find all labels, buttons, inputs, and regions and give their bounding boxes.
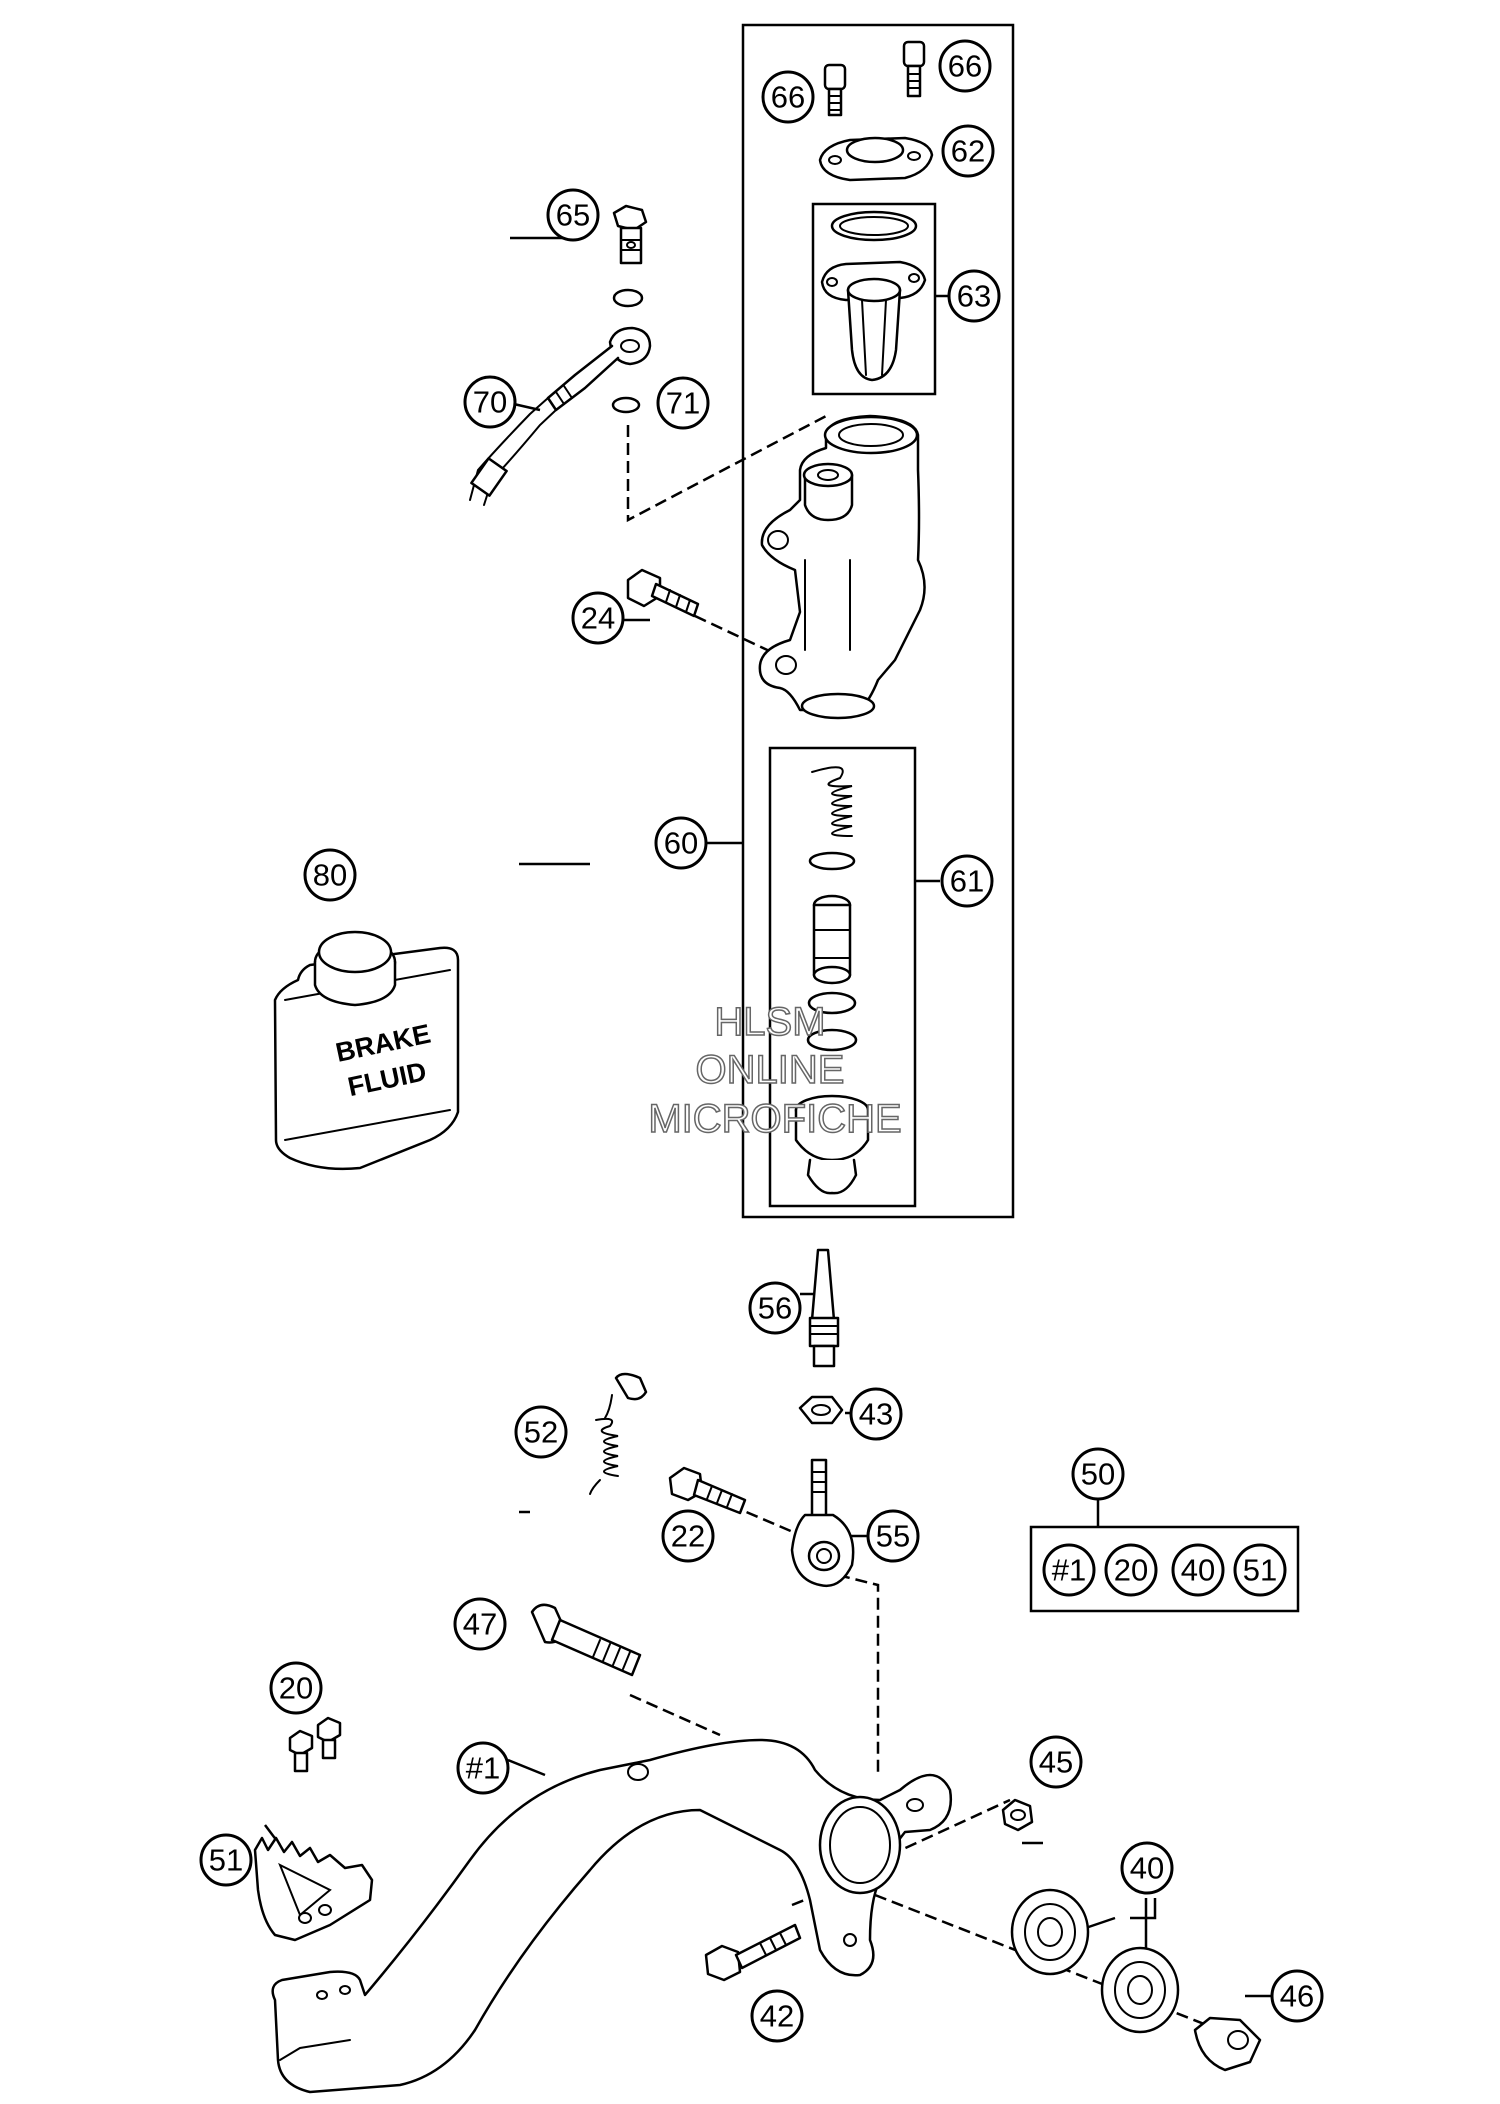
svg-text:20: 20 <box>279 1671 313 1706</box>
svg-text:40: 40 <box>1130 1851 1164 1886</box>
watermark: HLSM ONLINE MICROFICHE <box>648 999 903 1142</box>
piston-kit-box <box>768 746 917 1208</box>
svg-text:#1: #1 <box>466 1751 500 1786</box>
callout-52: 52 <box>514 1405 568 1459</box>
callout-40: 40 <box>1120 1841 1174 1895</box>
screw-66-left <box>823 63 847 117</box>
callout-56: 56 <box>748 1281 802 1335</box>
svg-text:61: 61 <box>950 864 984 899</box>
brake-hose-70 <box>469 326 652 506</box>
callout-43: 43 <box>849 1387 903 1441</box>
svg-text:66: 66 <box>948 49 982 84</box>
svg-text:51: 51 <box>1243 1553 1277 1588</box>
callout-20: 20 <box>269 1661 323 1715</box>
svg-text:62: 62 <box>951 134 985 169</box>
dust-boot <box>794 1094 870 1195</box>
assembly-dashed-lines <box>626 413 1246 2042</box>
svg-text:65: 65 <box>556 198 590 233</box>
bolt-22 <box>668 1466 747 1515</box>
svg-text:51: 51 <box>209 1843 243 1878</box>
push-rod-56 <box>808 1248 840 1368</box>
svg-text:43: 43 <box>859 1397 893 1432</box>
watermark-line2: ONLINE <box>696 1048 845 1092</box>
bearing-40-a <box>1010 1888 1090 1976</box>
repair-kit-box <box>1029 1525 1300 1613</box>
kit-item-20: 20 <box>1104 1543 1158 1597</box>
master-cylinder-body <box>758 414 926 720</box>
callout-65: 65 <box>546 188 600 242</box>
brake-fluid-can-80: BRAKE FLUID <box>273 930 460 1171</box>
piston-seal-small <box>808 851 856 871</box>
reservoir-cover-62 <box>818 136 934 182</box>
reservoir-kit-box <box>811 202 937 396</box>
svg-text:20: 20 <box>1114 1553 1148 1588</box>
svg-text:#1: #1 <box>1052 1553 1086 1588</box>
callout-70: 70 <box>463 375 517 429</box>
piston <box>812 894 852 985</box>
banjo-bolt-65 <box>612 204 648 265</box>
callout-51: 51 <box>199 1833 253 1887</box>
callout-80: 80 <box>303 848 357 902</box>
svg-text:55: 55 <box>876 1519 910 1554</box>
pivot-bolt-47 <box>530 1603 642 1677</box>
master-cylinder-kit-box <box>741 23 1015 1219</box>
svg-text:47: 47 <box>463 1607 497 1642</box>
bolt-42 <box>704 1923 802 1982</box>
callout-63: 63 <box>947 269 1001 323</box>
callout-22: 22 <box>661 1509 715 1563</box>
callout-66-a: 66 <box>761 70 815 124</box>
spring-52 <box>589 1372 648 1495</box>
kit-item-1: #1 <box>1042 1543 1096 1597</box>
svg-text:71: 71 <box>666 386 700 421</box>
nut-43 <box>798 1395 844 1425</box>
svg-text:60: 60 <box>664 826 698 861</box>
svg-text:52: 52 <box>524 1415 558 1450</box>
svg-text:46: 46 <box>1280 1979 1314 2014</box>
svg-text:42: 42 <box>760 1999 794 2034</box>
piston-seal-a <box>807 991 857 1015</box>
callout-47: 47 <box>453 1597 507 1651</box>
callout-50: 50 <box>1071 1447 1125 1501</box>
callout-46: 46 <box>1270 1969 1324 2023</box>
nut-46 <box>1193 2016 1262 2072</box>
screw-66-right <box>902 40 926 98</box>
svg-text:24: 24 <box>581 601 615 636</box>
spring <box>811 766 853 837</box>
kit-item-51: 51 <box>1233 1543 1287 1597</box>
brake-pedal <box>271 1738 953 2094</box>
callout-62: 62 <box>941 124 995 178</box>
nut-45 <box>1001 1798 1034 1832</box>
clevis-55 <box>790 1458 855 1588</box>
svg-text:40: 40 <box>1181 1553 1215 1588</box>
kit-item-40: 40 <box>1171 1543 1225 1597</box>
copper-washer-upper <box>612 288 644 308</box>
callout-42: 42 <box>750 1989 804 2043</box>
screws-20 <box>288 1716 342 1773</box>
callout-61: 61 <box>940 854 994 908</box>
callout-66-b: 66 <box>938 39 992 93</box>
piston-seal-b <box>806 1028 858 1052</box>
svg-text:56: 56 <box>758 1291 792 1326</box>
svg-text:80: 80 <box>313 858 347 893</box>
callout-71: 71 <box>656 376 710 430</box>
pedal-step-51 <box>253 1836 374 1942</box>
watermark-line1: HLSM <box>714 1000 825 1044</box>
callout-55: 55 <box>866 1509 920 1563</box>
svg-text:63: 63 <box>957 279 991 314</box>
copper-washer-lower-71 <box>611 396 641 414</box>
svg-text:22: 22 <box>671 1519 705 1554</box>
svg-text:66: 66 <box>771 80 805 115</box>
svg-text:50: 50 <box>1081 1457 1115 1492</box>
bearing-40-b <box>1100 1946 1180 2034</box>
reservoir-insert-63 <box>820 210 927 382</box>
svg-text:70: 70 <box>473 385 507 420</box>
callout-24: 24 <box>571 591 625 645</box>
callout-60: 60 <box>654 816 708 870</box>
watermark-line3: MICROFICHE <box>648 1097 901 1141</box>
bolt-24 <box>626 568 700 618</box>
svg-text:45: 45 <box>1039 1745 1073 1780</box>
callout-45: 45 <box>1029 1735 1083 1789</box>
callout-1: #1 <box>456 1741 510 1795</box>
